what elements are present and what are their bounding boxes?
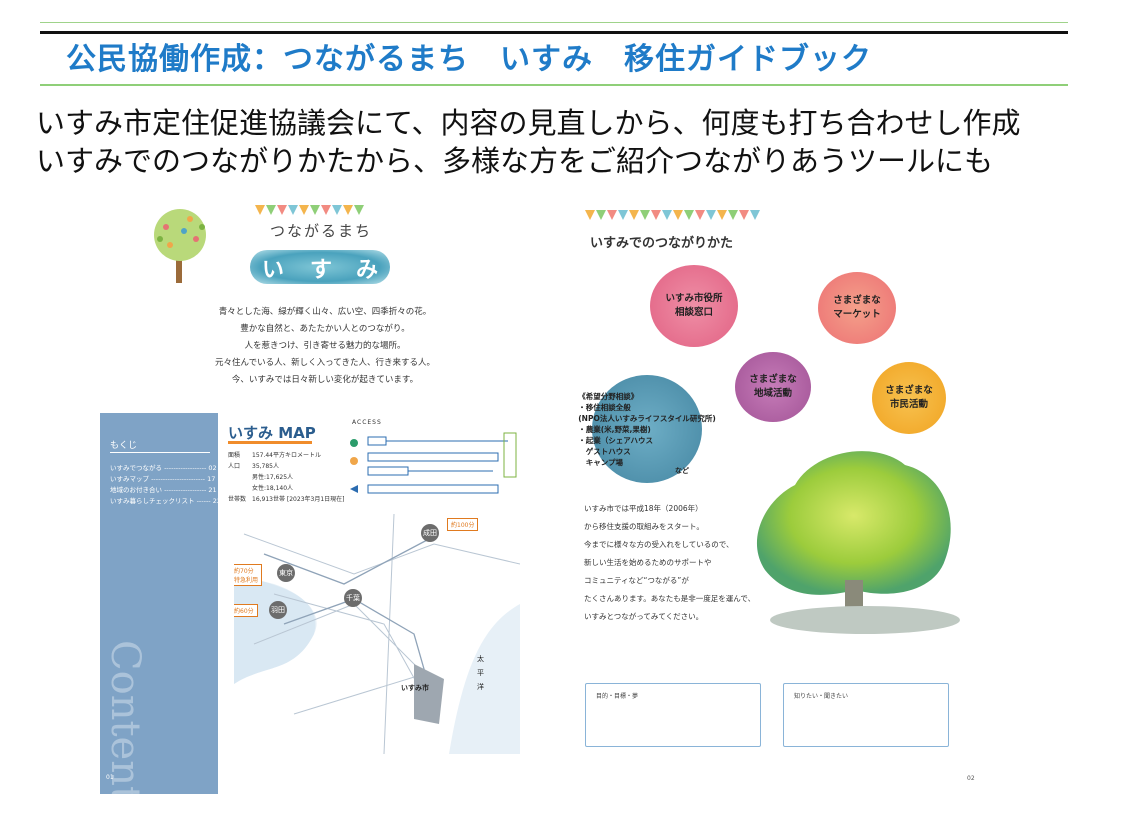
map-stat-female: 女性:18,140人 bbox=[228, 485, 294, 492]
access-diagram: ACCESS bbox=[348, 417, 518, 501]
toc-item-1: いすみでつながる ------------------ 02 bbox=[110, 464, 217, 472]
slide-title: 公民協働作成：つながるまち いすみ 移住ガイドブック bbox=[66, 42, 872, 77]
circle-consultation-text: 《希望分野相談》 ・移住相談全般 (NPO法人いすみライフスタイル研究所) ・農… bbox=[578, 391, 716, 467]
intro-line-1: いすみ市定住促進協議会にて、内容の見直しから、何度も打ち合わせし作成 bbox=[36, 106, 1021, 140]
cover-line-1: 青々とした海、緑が輝く山々、広い空、四季折々の花。 bbox=[218, 307, 432, 317]
circle-market-text: さまざまな マーケット bbox=[833, 295, 881, 320]
toc-heading-rule bbox=[110, 452, 210, 453]
map-pin-haneda: 羽田 bbox=[269, 601, 287, 619]
cover-line-5: 今、いすみでは日々新しい変化が起きています。 bbox=[231, 375, 419, 385]
right-body-4: 新しい生活を始めるためのサポートや bbox=[584, 558, 712, 567]
brush-char-3: み bbox=[356, 258, 379, 283]
map-stat-households: 世帯数 16,913世帯 [2023年3月1日現在] bbox=[228, 496, 345, 503]
circle-market: さまざまな マーケット bbox=[818, 272, 896, 344]
circle-consultation: 《希望分野相談》 ・移住相談全般 (NPO法人いすみライフスタイル研究所) ・農… bbox=[578, 375, 716, 483]
toc-item-3: 地域のお付き合い ------------------ 21 bbox=[110, 486, 217, 494]
toc-item-2: いすみマップ ----------------------- 17 bbox=[110, 475, 216, 483]
map-pin-chiba: 千葉 bbox=[344, 589, 362, 607]
toc-item-4: いすみ暮らしチェックリスト ------ 22 bbox=[110, 497, 221, 505]
map-pin-tokyo: 東京 bbox=[277, 564, 295, 582]
cover-line-2: 豊かな自然と、あたたかい人とのつながり。 bbox=[240, 324, 410, 334]
right-body-2: から移住支援の取組みをスタート。 bbox=[584, 522, 704, 531]
top-rule-black bbox=[40, 31, 1068, 34]
circle-community: さまざまな 地域活動 bbox=[735, 352, 811, 422]
tree-logo bbox=[140, 205, 220, 285]
circle-city-office-text: いすみ市役所 相談窓口 bbox=[665, 293, 723, 318]
cover-line-3: 人を惹きつけ、引き寄せる魅力的な場所。 bbox=[244, 341, 406, 351]
circle-consultation-etc: など bbox=[675, 467, 689, 475]
right-body-5: コミュニティなど“つながる”が bbox=[584, 576, 689, 585]
map-sea-label: 太 平 洋 bbox=[477, 655, 484, 691]
right-body-7: いすみとつながってみてください。 bbox=[584, 612, 704, 621]
right-body-3: 今までに様々な方の受入れをしているので、 bbox=[584, 540, 734, 549]
map-title: いすみ MAP bbox=[228, 424, 316, 442]
toc-heading: もくじ bbox=[110, 441, 138, 451]
circle-citizen-text: さまざまな 市民活動 bbox=[885, 385, 933, 410]
right-body-6: たくさんあります。あなたも是非一度足を運んで、 bbox=[584, 594, 756, 603]
intro-line-2: いすみでのつながりかたから、多様な方をご紹介つながりあうツールにも bbox=[36, 144, 994, 178]
goal-box bbox=[585, 683, 761, 747]
question-box bbox=[783, 683, 949, 747]
map-stat-area: 面積 157.44平方キロメートル bbox=[228, 452, 321, 459]
page-number-left: 01 bbox=[106, 774, 114, 781]
goal-box-label: 目的・目標・夢 bbox=[596, 693, 639, 700]
map-stat-male: 男性:17,625人 bbox=[228, 474, 294, 481]
map-title-underline bbox=[228, 441, 312, 444]
cover-subtitle: つながるまち bbox=[270, 222, 373, 240]
bunting-cover bbox=[255, 205, 364, 215]
title-underline bbox=[40, 84, 1068, 86]
map-time-tokyo: 約70分 特急利用 bbox=[234, 564, 263, 586]
page-number-right: 02 bbox=[967, 775, 975, 782]
cover-brush-title: い す み bbox=[250, 250, 390, 284]
circle-citizen: さまざまな 市民活動 bbox=[872, 362, 946, 434]
map-time-narita: 約100分 bbox=[447, 518, 479, 531]
map-pin-isumi: いすみ市 bbox=[401, 684, 429, 692]
circle-community-text: さまざまな 地域活動 bbox=[749, 374, 797, 399]
access-label: ACCESS bbox=[352, 419, 382, 426]
contents-watermark: Contents bbox=[102, 640, 148, 823]
map-time-haneda: 約60分 bbox=[234, 604, 258, 617]
circle-city-office: いすみ市役所 相談窓口 bbox=[650, 265, 738, 347]
question-box-label: 知りたい・聞きたい bbox=[794, 693, 849, 700]
region-map: 成田 東京 千葉 羽田 いすみ市 約100分 約70分 特急利用 約60分 太 … bbox=[234, 514, 520, 754]
bunting-right bbox=[585, 210, 760, 220]
cover-line-4: 元々住んでいる人、新しく入ってきた人、行き来する人。 bbox=[215, 358, 435, 368]
toc-panel bbox=[100, 413, 218, 794]
connection-title: いすみでのつながりかた bbox=[590, 236, 734, 251]
map-pin-narita: 成田 bbox=[421, 524, 439, 542]
brush-char-2: す bbox=[310, 258, 333, 283]
right-body-1: いすみ市では平成18年（2006年） bbox=[584, 504, 703, 513]
brush-char-1: い bbox=[262, 258, 285, 283]
top-rule-green bbox=[40, 22, 1068, 23]
watercolor-tree bbox=[745, 440, 965, 645]
map-stat-population: 人口 35,785人 bbox=[228, 463, 279, 470]
